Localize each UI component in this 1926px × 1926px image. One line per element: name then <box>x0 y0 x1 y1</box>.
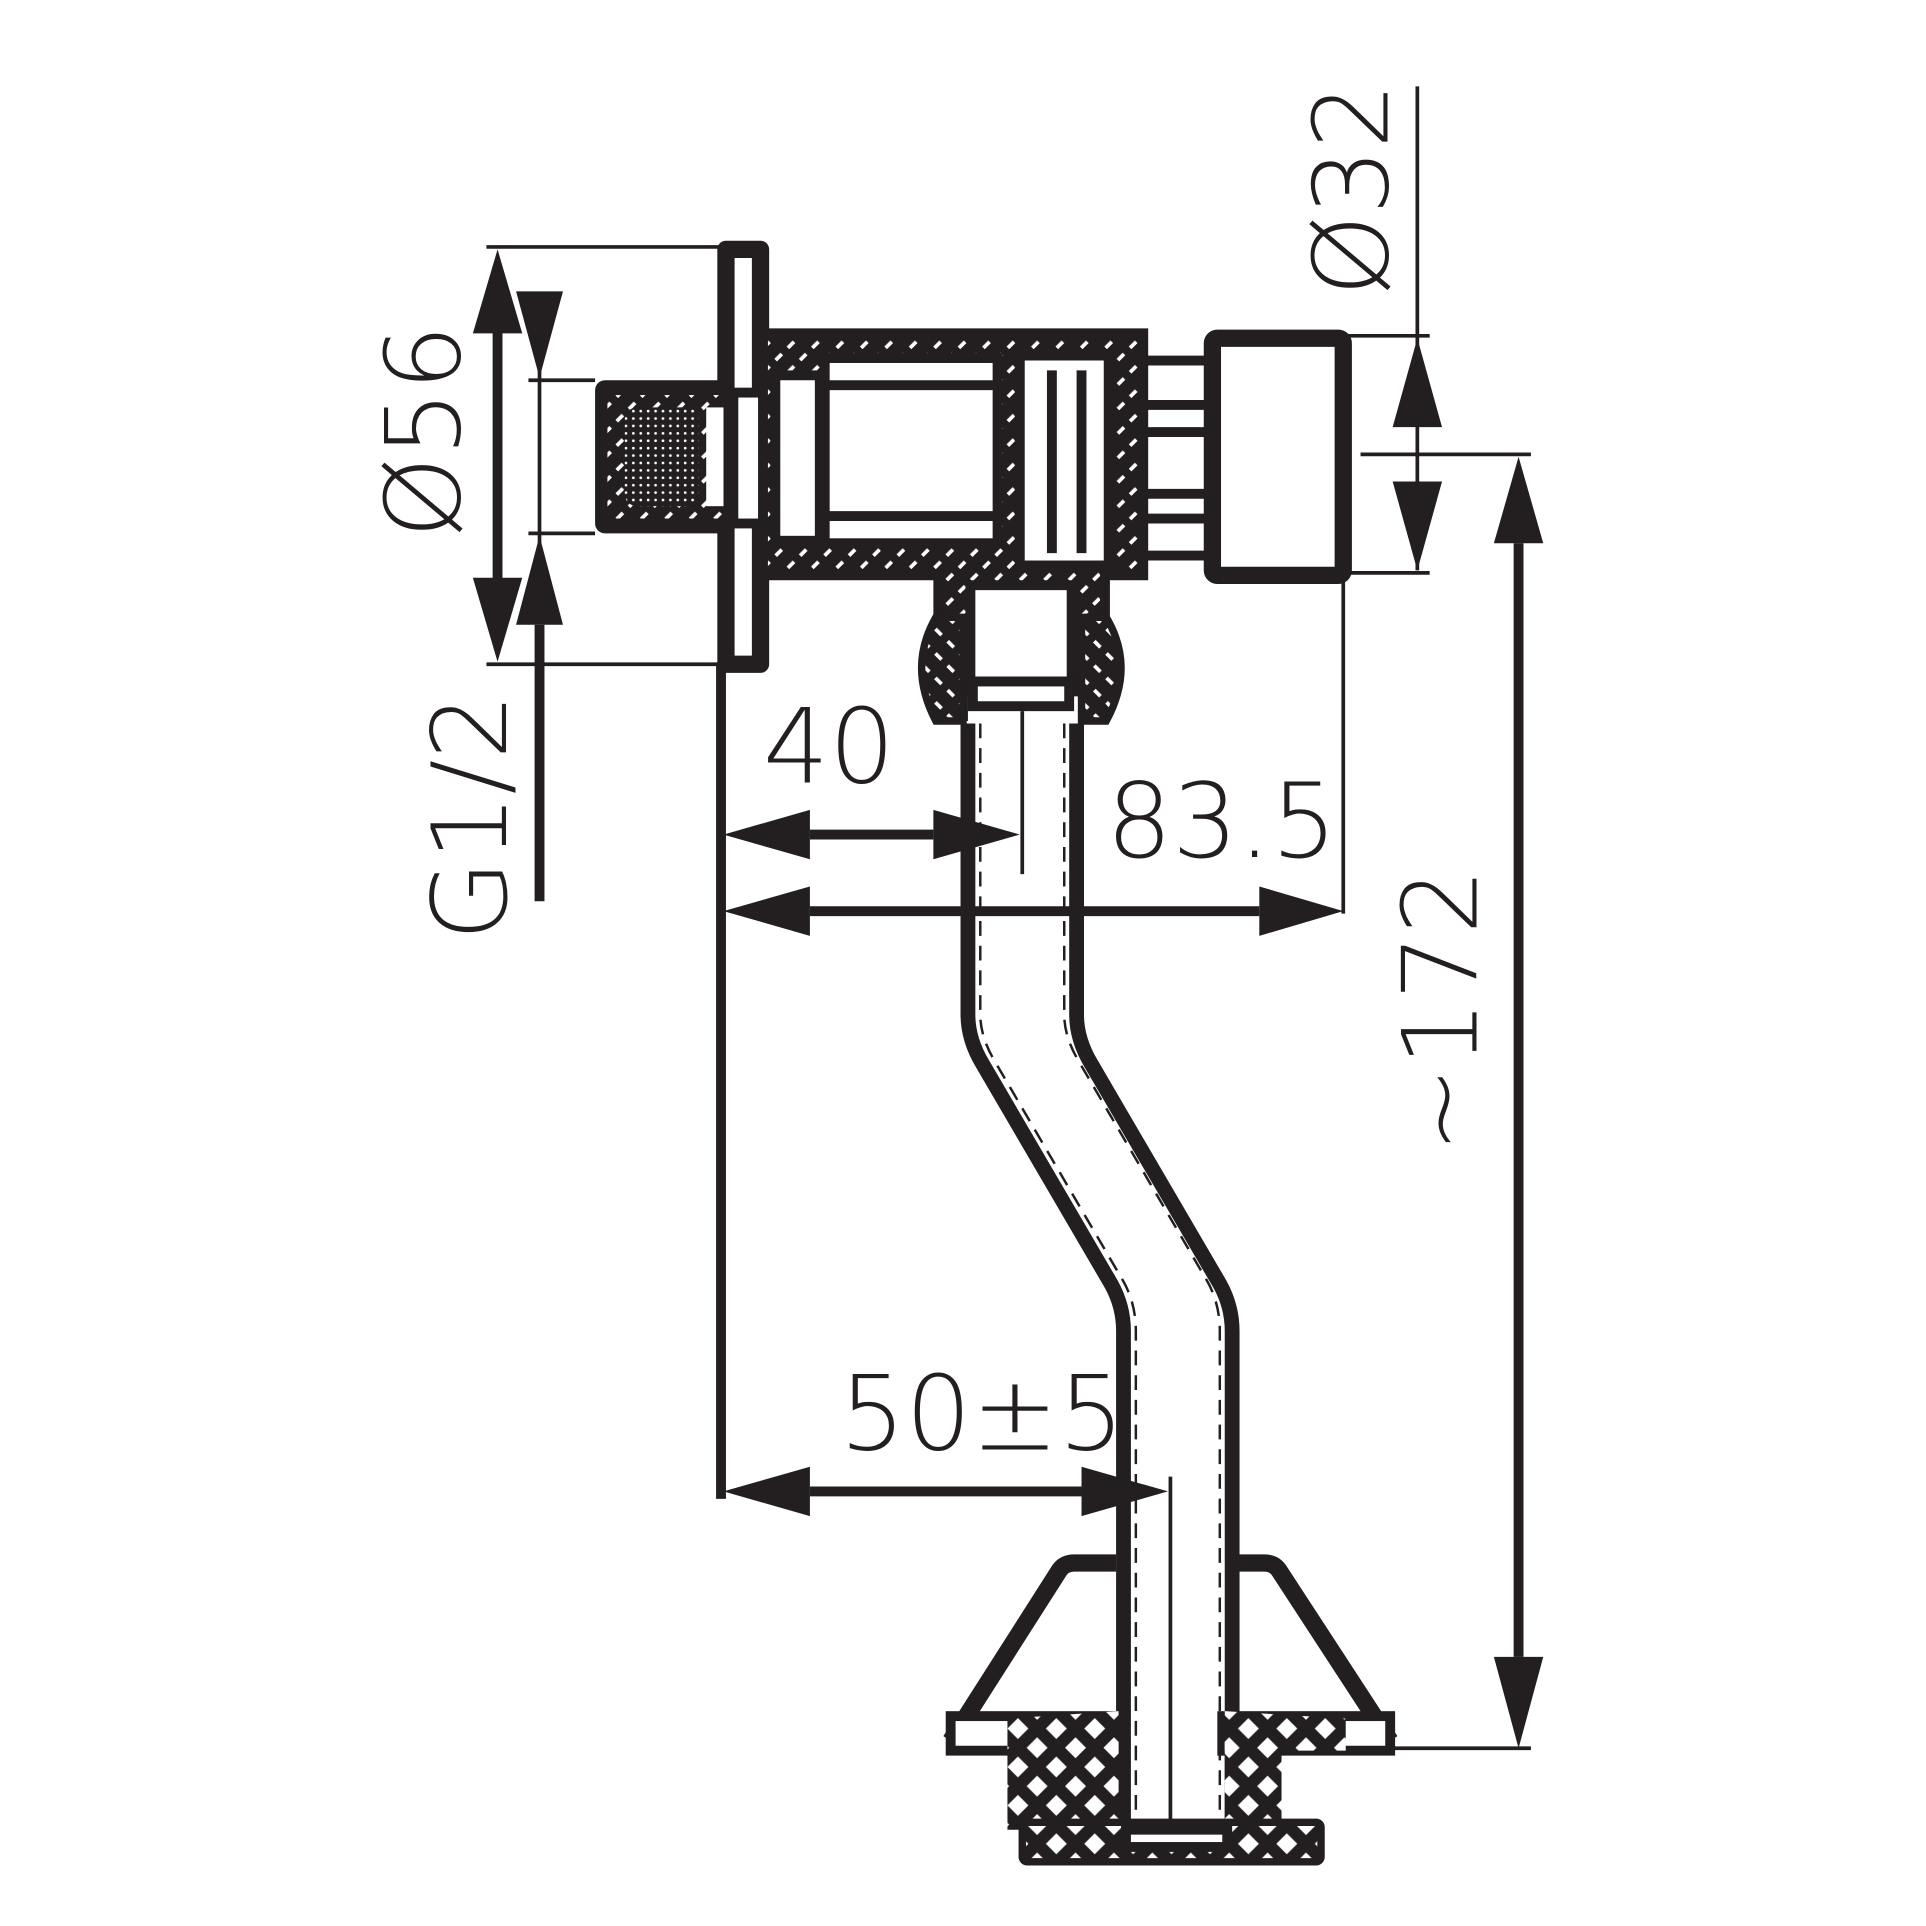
label-cap-end-distance: 83.5 <box>1106 762 1337 882</box>
inlet-nipple <box>595 380 776 534</box>
label-thread-size: G1/2 <box>411 694 531 941</box>
outlet-spud <box>943 1554 1398 1866</box>
label-bottom-outlet-distance: 50±5 <box>840 1354 1125 1474</box>
valve-body <box>758 328 1149 725</box>
label-outlet-axis-distance: 40 <box>763 688 895 808</box>
dimension-lines <box>472 86 1544 1751</box>
flush-pipe <box>960 711 1240 1847</box>
label-flange-diameter: Ø56 <box>364 325 484 539</box>
label-cap-diameter: Ø32 <box>1293 83 1413 297</box>
label-overall-height: ~172 <box>1382 868 1502 1153</box>
push-button-cap <box>1143 329 1352 584</box>
